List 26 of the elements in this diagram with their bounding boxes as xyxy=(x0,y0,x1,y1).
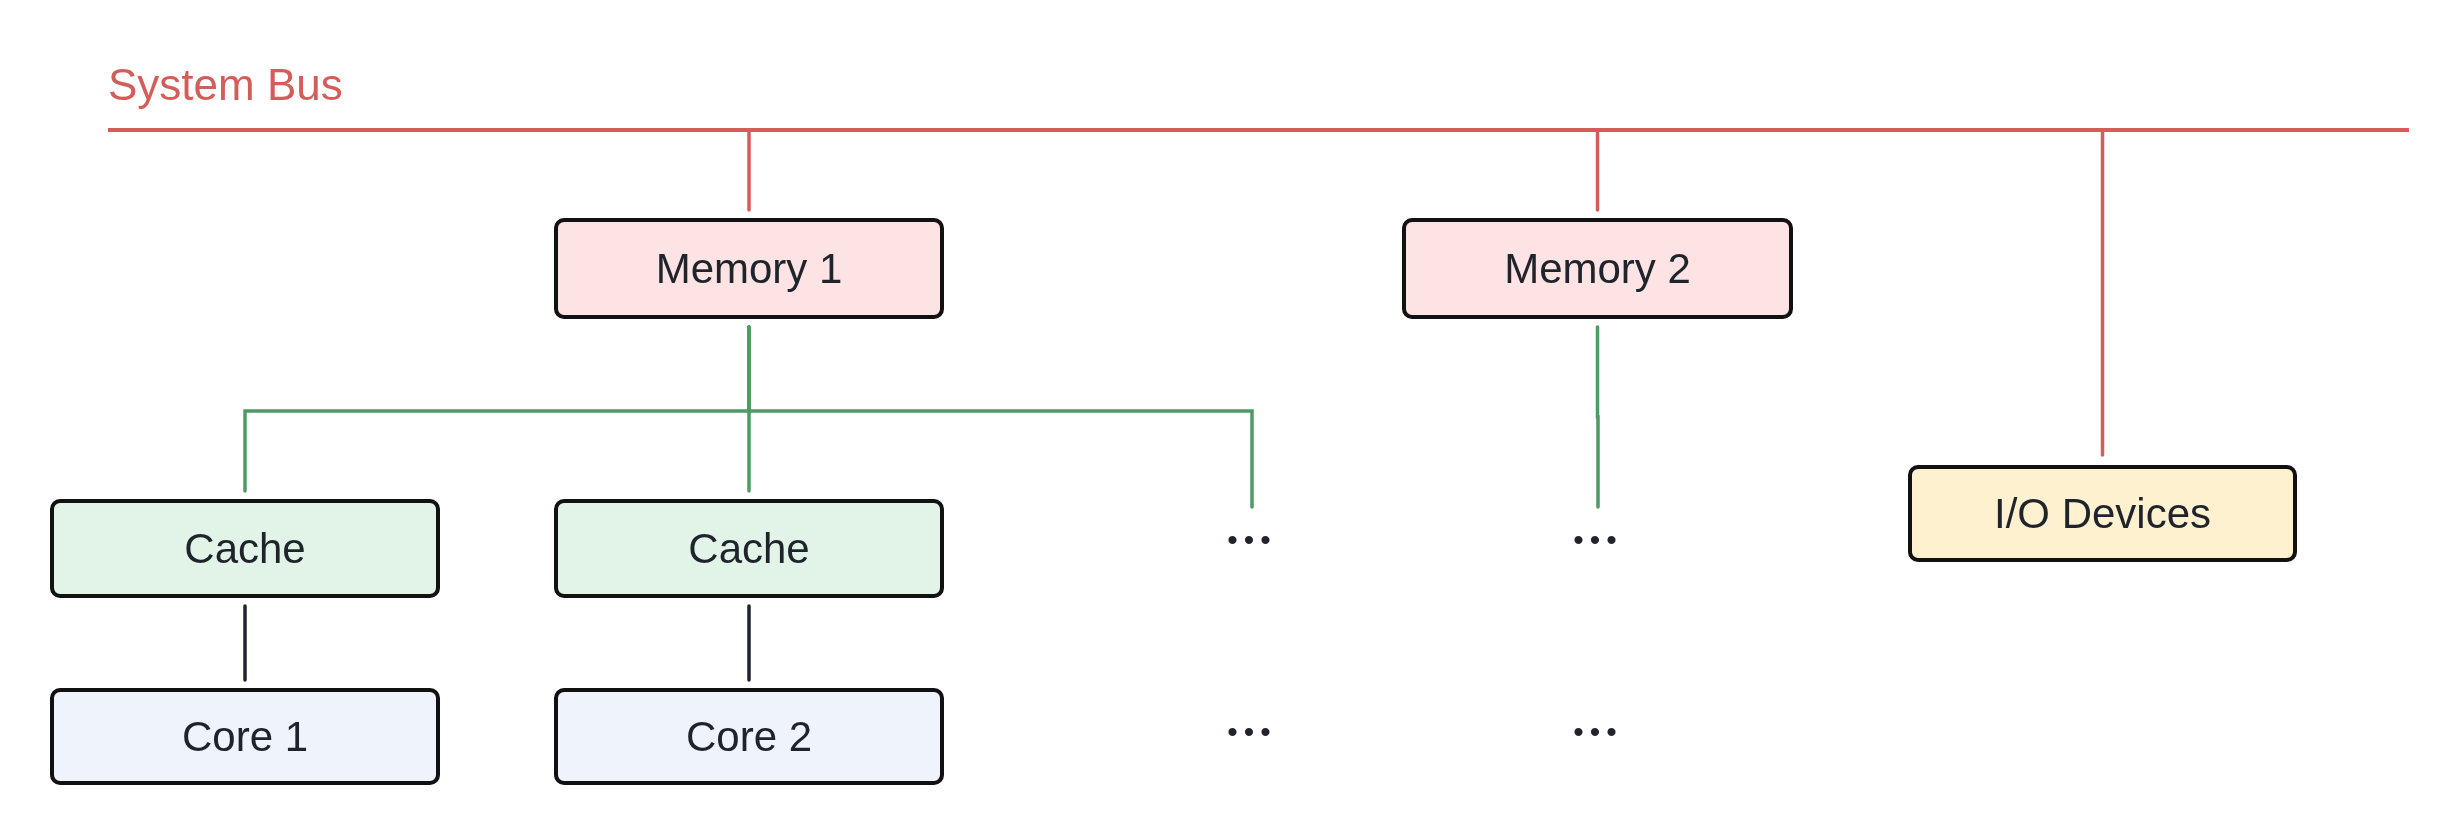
ellipsis-text: ••• xyxy=(1227,715,1277,749)
node-label: Core 1 xyxy=(181,712,309,761)
io-devices-box xyxy=(1908,465,2297,562)
connector-line xyxy=(747,130,751,212)
connector-line xyxy=(1595,325,1600,509)
connector-line xyxy=(1595,130,1600,212)
connector-line xyxy=(243,604,247,682)
ellipsis-text: ••• xyxy=(1573,523,1623,557)
memory-box xyxy=(1402,218,1793,319)
connector-line xyxy=(2100,130,2105,457)
connector-line xyxy=(747,325,1254,509)
core-box xyxy=(554,688,944,785)
node-label: I/O Devices xyxy=(1993,489,2212,538)
core-box xyxy=(50,688,440,785)
cache-box xyxy=(50,499,440,598)
node-label: Core 2 xyxy=(685,712,813,761)
node-label: Cache xyxy=(184,524,306,573)
ellipsis-text: ••• xyxy=(1573,715,1623,749)
node-label: Memory 1 xyxy=(655,244,843,293)
ellipsis-text: ••• xyxy=(1227,523,1277,557)
bus-label: System Bus xyxy=(108,60,343,110)
node-label: Memory 2 xyxy=(1504,244,1691,293)
memory-box xyxy=(554,218,944,319)
cache-box xyxy=(554,499,944,598)
connector-line xyxy=(747,604,751,682)
node-label: Cache xyxy=(688,524,810,573)
